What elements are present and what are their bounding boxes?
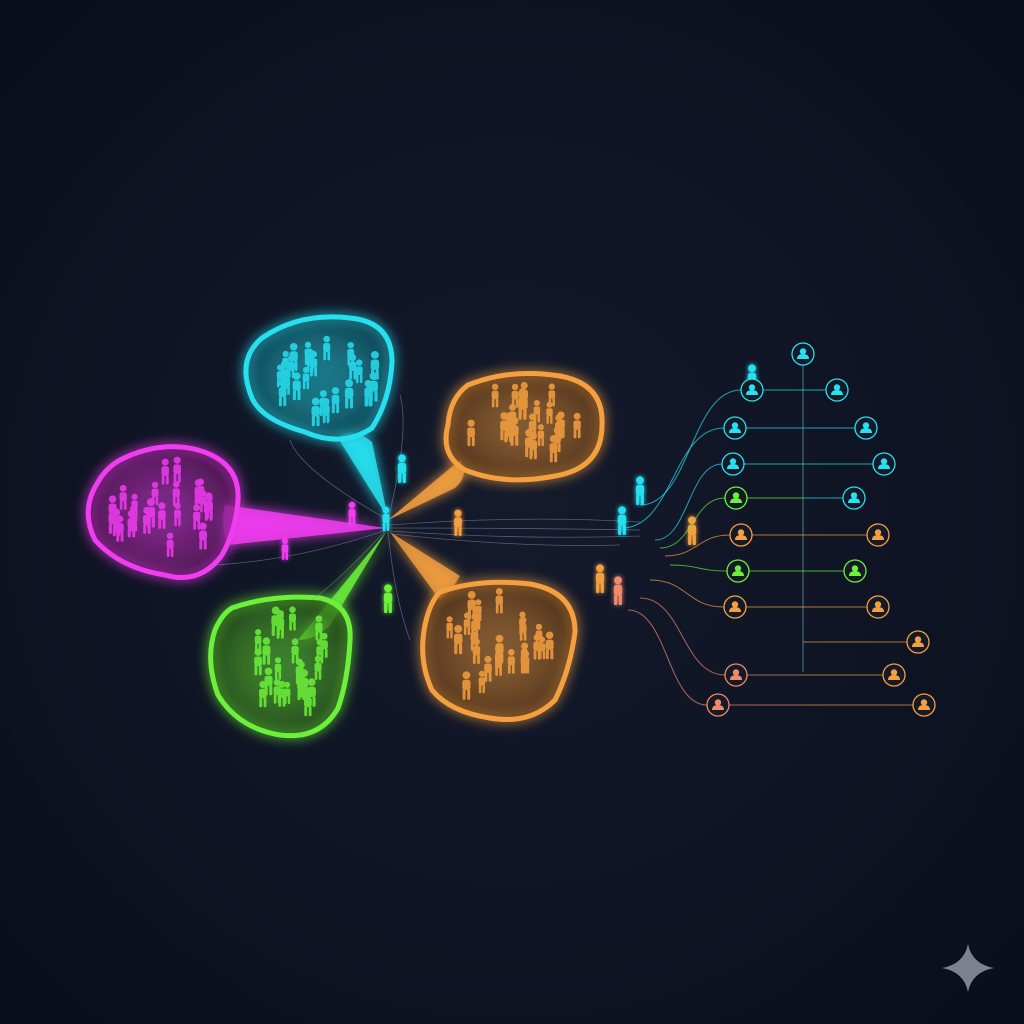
tree-node-left [740, 378, 764, 402]
tree-node-right [882, 663, 906, 687]
tree-link [649, 579, 725, 608]
tree-node-left [706, 693, 730, 717]
tree-node-left [724, 486, 748, 510]
thin-connectors [214, 394, 641, 641]
beam-orange-top [388, 460, 464, 520]
tree-node-right [842, 486, 866, 510]
tree-link [627, 609, 708, 706]
orange-cluster-top [443, 370, 605, 483]
cyan-cluster [243, 314, 395, 442]
tree-link [669, 564, 728, 572]
tree-link [654, 463, 723, 541]
tree-node-left [729, 523, 753, 547]
tree-link [639, 597, 726, 676]
beam-orange-bottom [390, 532, 460, 600]
beam-cyan [338, 432, 388, 518]
tree-node-right [854, 416, 878, 440]
beam-magenta [223, 505, 386, 545]
sparkle-icon [942, 944, 994, 992]
tree-link [621, 427, 725, 529]
tree-node-left [724, 663, 748, 687]
tree-node-left [723, 595, 747, 619]
tree-node-left [721, 452, 745, 476]
tree-node-left [726, 559, 750, 583]
tree-link [659, 497, 726, 549]
tree-node-right [825, 378, 849, 402]
tree-node-right [866, 523, 890, 547]
tree-node-right [872, 452, 896, 476]
tree-node-right [866, 595, 890, 619]
tree-node-right [912, 693, 936, 717]
tree-node-right [791, 342, 815, 366]
tree-node-right [906, 630, 930, 654]
tree-node-left [723, 416, 747, 440]
tree-link [664, 534, 731, 557]
hierarchy-tree [621, 342, 936, 717]
tree-node-right [843, 559, 867, 583]
